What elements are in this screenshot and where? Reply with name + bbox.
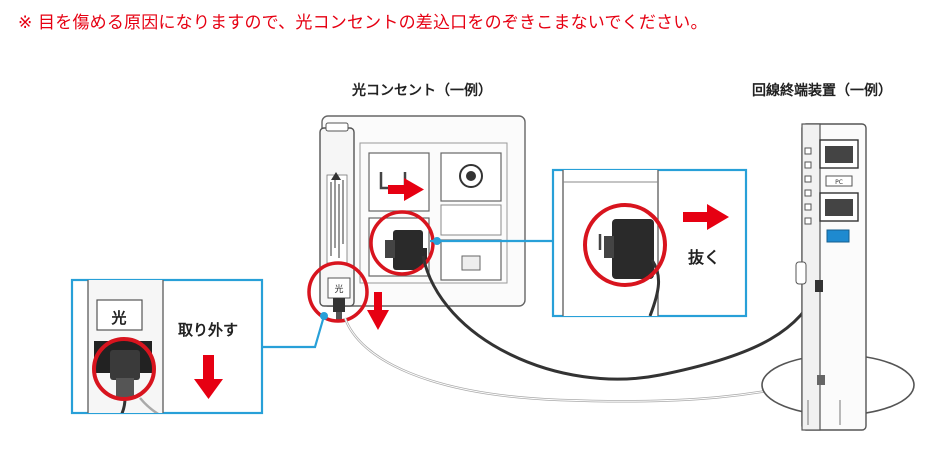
remove-callout-dot [320,312,328,320]
unplug-label: 抜く [688,248,720,267]
callout-hikari-mark: 光 [110,309,126,327]
plug-in-outlet [385,230,427,270]
unplug-callout-dot [433,237,441,245]
fiber-cable-outer [343,317,821,403]
ont-heading: 回線終端装置（一例） [752,82,892,99]
fiber-cable-inner [344,317,821,402]
pc-port-mark: PC [835,179,843,186]
callout-remove-arrow [194,355,223,399]
remove-callout: 光 取り外す [70,278,264,415]
unplug-callout: 抜く [551,168,748,318]
eye-damage-warning: ※ 目を傷める原因になりますので、光コンセントの差込口をのぞきこまないでください… [18,13,708,33]
optical-module-strip: 光 [319,122,355,307]
remove-callout-leader [262,315,326,349]
outlet-to-ont-cable [421,255,822,381]
outlet-heading: 光コンセント（一例） [351,82,492,99]
optical-network-terminal: PC [761,123,915,431]
unplug-direction-arrow [388,178,424,201]
outlet-plug-highlight-circle [369,210,435,276]
hikari-port-mark: 光 [334,283,343,295]
callout-unplug-arrow [683,204,729,230]
module-plug-highlight-circle [307,261,369,323]
remove-direction-arrow [367,292,389,330]
remove-label: 取り外す [178,321,238,339]
fiber-plug [333,298,345,320]
